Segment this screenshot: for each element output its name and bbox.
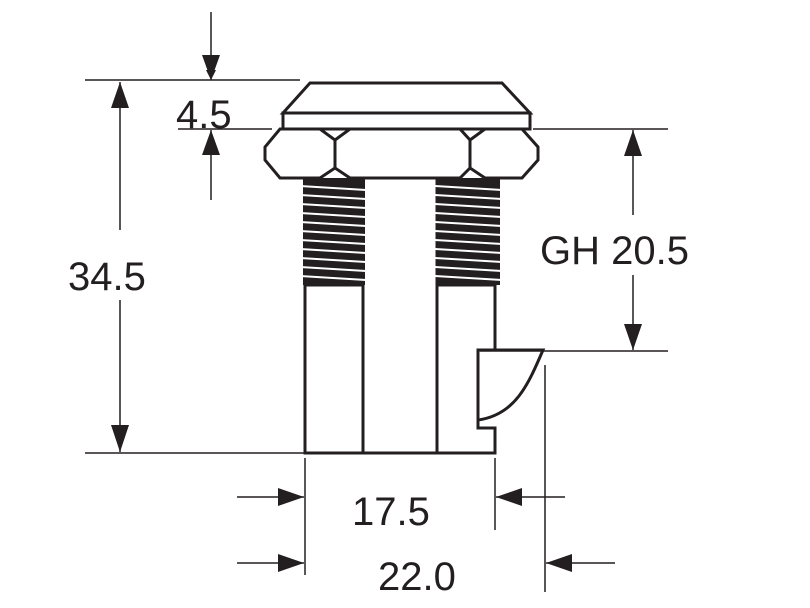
dimension-4-5: 4.5 [85, 12, 300, 200]
shank-width-label: 17.5 [352, 490, 430, 534]
dimension-gh-20-5: GH 20.5 [480, 128, 689, 352]
overall-width-label: 22.0 [378, 555, 456, 599]
cap-height-label: 4.5 [176, 93, 232, 137]
total-height-label: 34.5 [68, 255, 146, 299]
dimension-22-0: 22.0 [237, 365, 615, 599]
grip-height-label: GH 20.5 [540, 229, 689, 273]
dimension-34-5: 34.5 [68, 82, 305, 454]
dimension-17-5: 17.5 [237, 458, 565, 575]
fastener-part [263, 81, 546, 455]
